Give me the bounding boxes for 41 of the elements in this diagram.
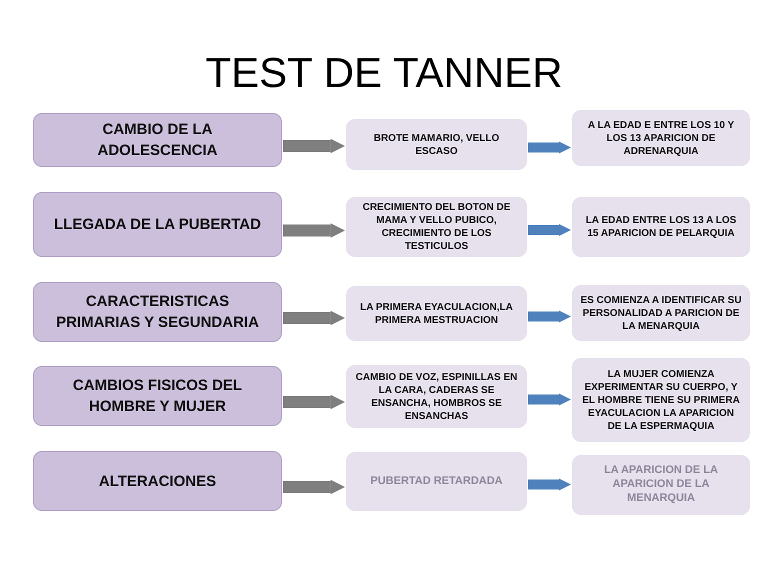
- description-box: [572, 455, 750, 515]
- box-text: BROTE MAMARIO, VELLO ESCASO: [372, 132, 500, 158]
- box-text: LA MUJER COMIENZA EXPERIMENTAR SU CUERPO, Y EL HOMBRE TIENE SU PRIMERA EYACULACION LA APARICION DE LA ESPERMAQUIA: [581, 368, 741, 432]
- box-text: LA APARICION DE LA APARICION DE LA MENARQUIA: [603, 464, 719, 506]
- box-text: LLEGADA DE LA PUBERTAD: [54, 215, 261, 235]
- description-box: [572, 358, 750, 442]
- box-text: ES COMIENZA A IDENTIFICAR SU PERSONALIDAD A PARICION DE LA MENARQUIA: [580, 294, 742, 332]
- block-arrow: [528, 142, 571, 154]
- block-arrow: [283, 138, 345, 154]
- block-arrow: [528, 478, 571, 490]
- box-text: CAMBIOS FISICOS DEL HOMBRE Y MUJER: [72, 376, 244, 417]
- description-box: [346, 119, 527, 170]
- block-arrow: [528, 310, 571, 322]
- box-text: LA EDAD ENTRE LOS 13 A LOS 15 APARICION DE PELARQUIA: [584, 214, 738, 240]
- category-box: [33, 192, 282, 257]
- description-box: [346, 286, 527, 341]
- box-text: CARACTERISTICAS PRIMARIAS Y SEGUNDARIA: [55, 292, 260, 333]
- box-text: A LA EDAD E ENTRE LOS 10 Y LOS 13 APARICION DE ADRENARQUIA: [586, 118, 736, 158]
- block-arrow: [283, 310, 345, 326]
- box-text: PUBERTAD RETARDADA: [370, 474, 503, 488]
- description-box: [572, 285, 750, 341]
- description-box: [572, 197, 750, 257]
- box-text: ALTERACIONES: [98, 472, 216, 492]
- box-text: CAMBIO DE LA ADOLESCENCIA: [96, 120, 218, 161]
- title: TEST DE TANNER: [204, 52, 564, 94]
- block-arrow: [283, 480, 345, 494]
- description-box: [346, 452, 527, 511]
- block-arrow: [283, 223, 345, 238]
- block-arrow: [283, 394, 345, 410]
- category-box: [33, 282, 282, 342]
- category-box: [33, 366, 282, 426]
- block-arrow: [528, 394, 571, 406]
- box-text: LA PRIMERA EYACULACION,LA PRIMERA MESTRUACION: [359, 300, 514, 326]
- box-text: CRECIMIENTO DEL BOTON DE MAMA Y VELLO PUBICO, CRECIMIENTO DE LOS TESTICULOS: [362, 201, 512, 253]
- category-box: [33, 451, 282, 511]
- description-box: [346, 365, 527, 428]
- block-arrow: [528, 224, 571, 236]
- category-box: [33, 113, 282, 167]
- box-text: CAMBIO DE VOZ, ESPINILLAS EN LA CARA, CADERAS SE ENSANCHA, HOMBROS SE ENSANCHAS: [354, 370, 518, 422]
- description-box: [572, 110, 750, 166]
- description-box: [346, 197, 527, 257]
